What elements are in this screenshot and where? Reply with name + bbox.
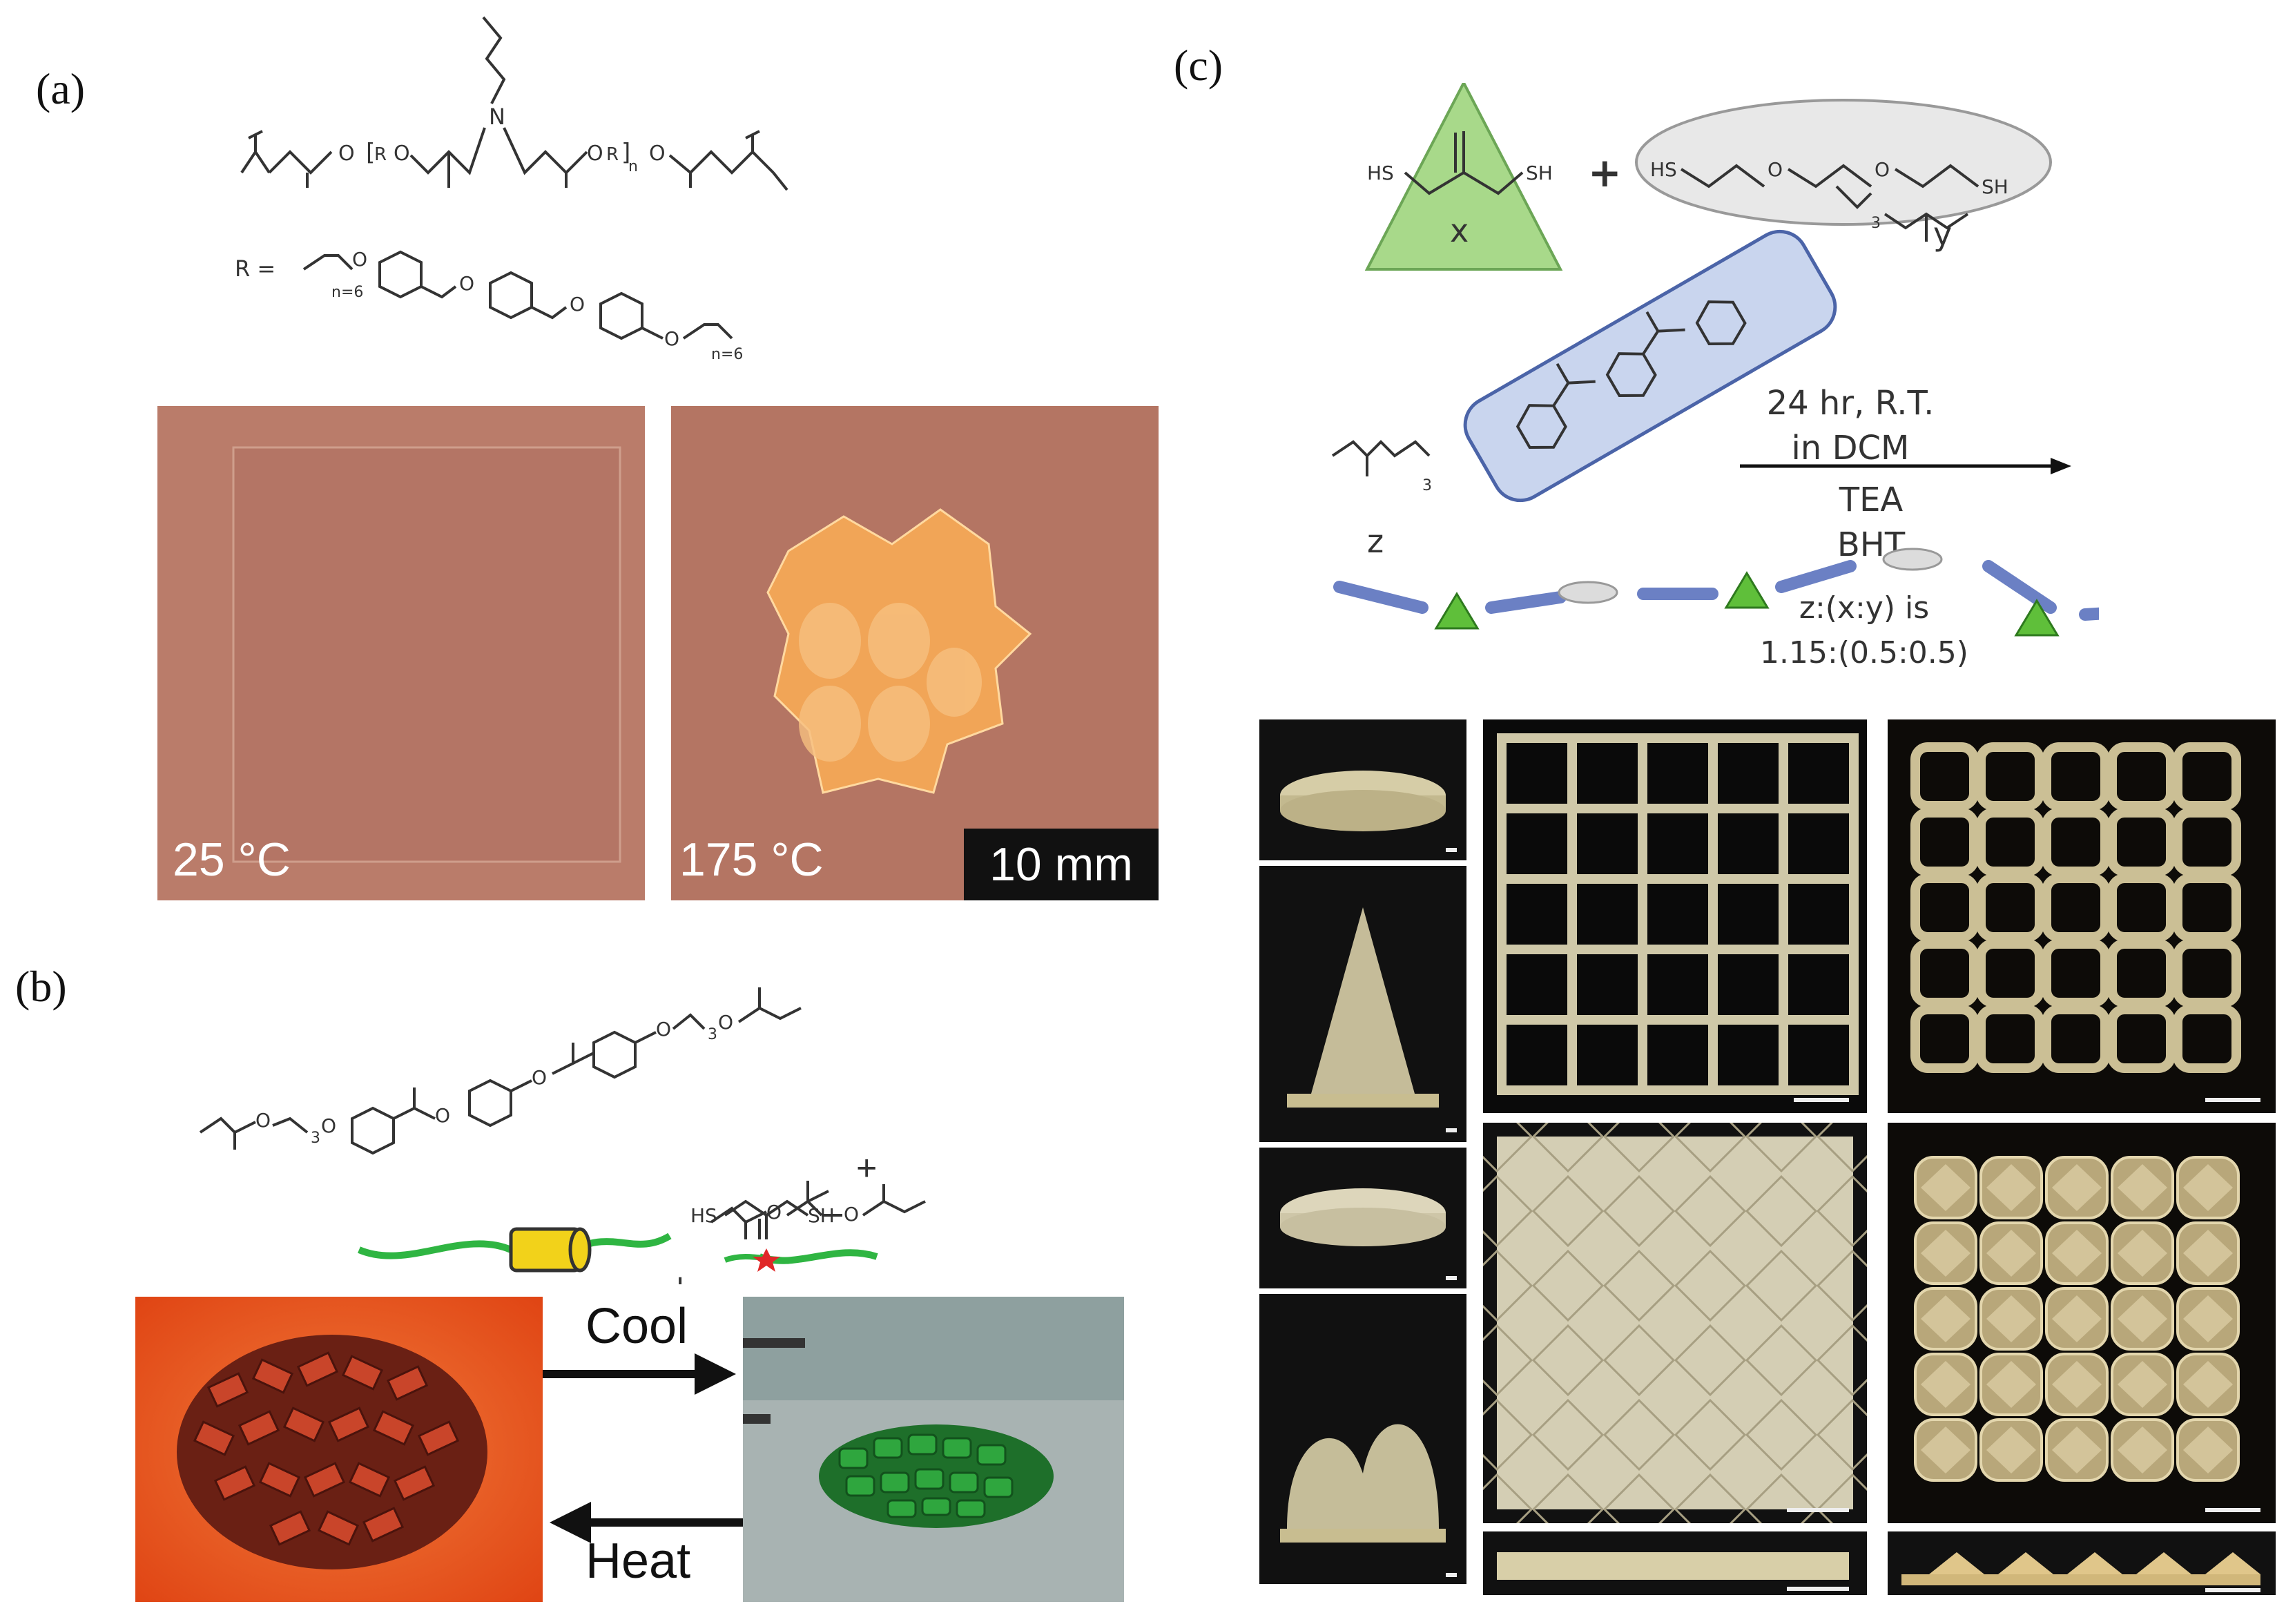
svg-text:O: O [394,142,410,166]
photo-dome-array [1888,1123,2276,1523]
svg-text:O: O [435,1104,450,1127]
photo-film-175c: 175 °C 10 mm [671,406,1159,900]
ratio-line-2: 1.15:(0.5:0.5) [1760,635,1968,670]
photo-dome-side-view [1888,1531,2276,1595]
photo-heated-state [135,1297,543,1602]
heat-label: Heat [585,1534,691,1589]
temp-label-25: 25 °C [173,833,291,886]
heat-arrow [550,1502,743,1543]
svg-text:O: O [1768,158,1783,181]
svg-text:O: O [255,1109,271,1132]
svg-text:O: O [844,1203,859,1226]
hs-label-c2: HS [1650,158,1677,181]
n6-label-1: n=6 [331,284,363,301]
sub3-c-left: 3 [1422,477,1432,494]
cool-arrow [543,1353,736,1395]
panel-b-label: (b) [15,962,67,1011]
svg-text:O: O [570,293,585,316]
sub3-b-top: 3 [708,1026,717,1043]
photo-cone-actuated [1259,866,1466,1142]
panel-a-r-group-structure: R = n=6 O O O O n=6 [235,248,743,363]
photo-square-lattice [1483,719,1867,1113]
panel-c-photo-grid [1259,719,2276,1595]
photo-disk-flat-1 [1259,719,1466,860]
svg-text:O: O [352,248,367,271]
photo-cooled-state [743,1297,1124,1602]
z-label: z [1367,523,1384,560]
x-label: x [1450,212,1469,249]
r-letter-1: R [374,144,387,165]
sub3-b-left: 3 [311,1130,320,1147]
panel-b-dithiol-structure: HS SH [690,1199,835,1272]
cool-label: Cool [585,1299,688,1354]
sh-label-b: SH [808,1204,835,1227]
svg-text:O: O [532,1066,547,1089]
svg-text:O: O [656,1018,671,1041]
o-label-1: O [338,142,355,166]
plus-b-2: + [856,1148,878,1188]
photo-saddle-actuated [1259,1294,1466,1584]
r-equals: R = [235,255,275,282]
svg-text:O: O [459,272,474,295]
svg-text:O: O [1875,158,1890,181]
sub3-c-top: 3 [1871,215,1881,232]
condition-catalyst: TEA [1839,481,1904,519]
hs-label-b: HS [690,1204,717,1227]
sh-label-c2: SH [1982,175,2008,198]
photo-sheet-side-view [1483,1531,1867,1595]
panel-c-label: (c) [1174,41,1223,90]
plus-b-1: + [666,1268,694,1284]
svg-text:]: ] [621,139,630,166]
n-subscript-a: n [628,158,638,175]
film-outline [157,406,645,900]
photo-diamond-pattern-sheet [1483,1123,1867,1523]
photo-disk-flat-2 [1259,1148,1466,1288]
n-atom-label: N [489,104,505,130]
svg-text:O: O [664,327,679,350]
hs-label-c1: HS [1367,162,1394,184]
svg-text:[: [ [366,139,375,166]
kirigami-disk-cool [743,1297,1124,1602]
panel-a-label: (a) [36,64,86,113]
temp-label-175: 175 °C [679,833,824,886]
sh-label-c1: SH [1526,162,1553,184]
scale-bar-label: 10 mm [964,829,1159,900]
ratio-line-1: z:(x:y) is [1799,590,1929,626]
condition-solvent: in DCM [1792,429,1910,467]
svg-text:O: O [321,1114,336,1137]
n6-label-2: n=6 [711,346,743,363]
panel-c-reaction-scheme: HS SH x + HS O O SH y 3 3 z 24 hr, R.T. … [1331,83,2099,670]
photo-buckled-lattice [1888,719,2276,1113]
svg-text:O: O [587,142,603,166]
svg-text:R: R [606,144,619,165]
photo-film-25c: 25 °C [157,406,645,900]
plus-c: + [1588,149,1622,196]
panel-a-polymer-structure: N O [ R O O R ] n O [240,16,788,191]
svg-text:O: O [718,1011,733,1034]
kirigami-disk-hot [135,1297,543,1602]
condition-time-temp: 24 hr, R.T. [1767,384,1935,423]
svg-text:O: O [649,142,666,166]
folded-object [671,406,1159,900]
